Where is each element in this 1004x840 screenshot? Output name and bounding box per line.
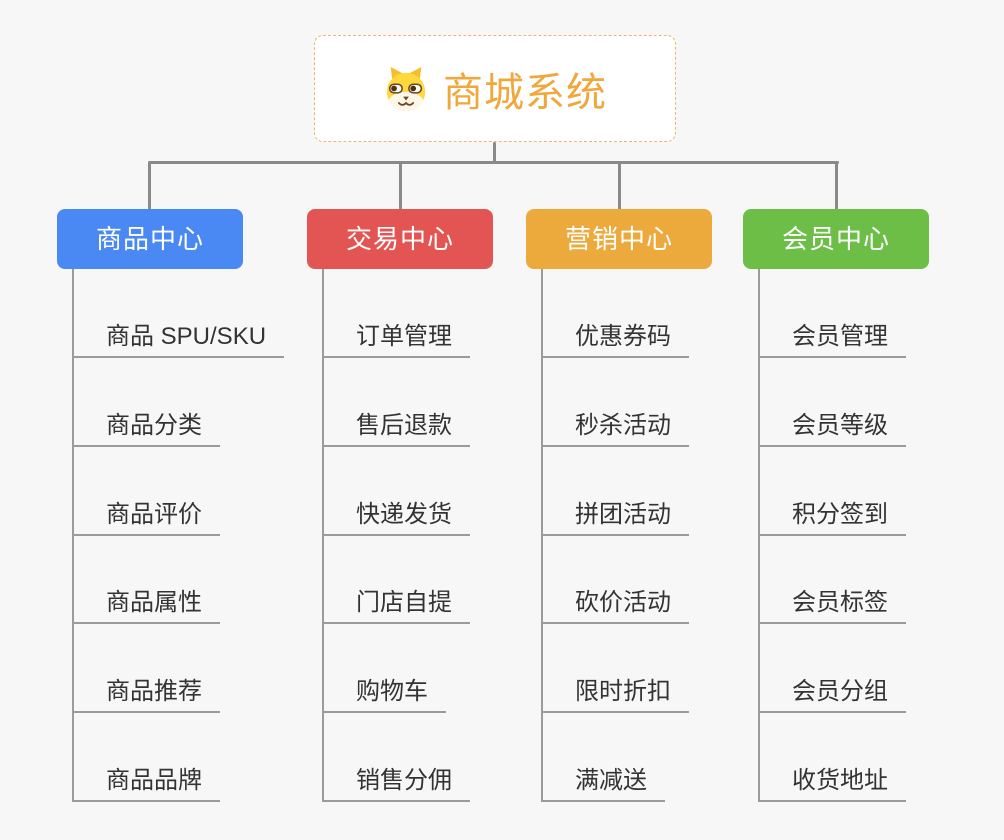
branch-node-marketing-center[interactable]: 营销中心 [526, 209, 712, 269]
branch-trade-center: 交易中心 订单管理 售后退款 快递发货 门店自提 购物车 销售分佣 [307, 209, 557, 819]
leaf-node[interactable]: 收货地址 [758, 766, 906, 802]
leaf-node[interactable]: 商品 SPU/SKU [72, 322, 285, 358]
branch-marketing-center: 营销中心 优惠券码 秒杀活动 拼团活动 砍价活动 限时折扣 满减送 [526, 209, 776, 819]
leaf-node[interactable]: 商品属性 [72, 588, 220, 624]
leaf-node[interactable]: 会员等级 [758, 411, 906, 447]
leaf-node[interactable]: 砍价活动 [541, 588, 689, 624]
root-node[interactable]: 商城系统 [314, 35, 676, 142]
leaf-node[interactable]: 满减送 [541, 766, 665, 802]
dog-face-icon [386, 66, 426, 111]
connector-drop-trade [399, 161, 402, 210]
leaf-node[interactable]: 限时折扣 [541, 677, 689, 713]
leaf-node[interactable]: 会员分组 [758, 677, 906, 713]
connector-drop-member [835, 161, 838, 210]
leaf-node[interactable]: 秒杀活动 [541, 411, 689, 447]
leaf-node[interactable]: 拼团活动 [541, 500, 689, 536]
branch-product-center: 商品中心 商品 SPU/SKU 商品分类 商品评价 商品属性 商品推荐 商品品牌 [57, 209, 307, 819]
leaf-node[interactable]: 会员管理 [758, 322, 906, 358]
branch-node-product-center[interactable]: 商品中心 [57, 209, 243, 269]
leaf-node[interactable]: 门店自提 [322, 588, 470, 624]
branch-member-center: 会员中心 会员管理 会员等级 积分签到 会员标签 会员分组 收货地址 [743, 209, 993, 819]
leaf-node[interactable]: 商品评价 [72, 500, 220, 536]
leaf-node[interactable]: 积分签到 [758, 500, 906, 536]
leaf-node[interactable]: 商品分类 [72, 411, 220, 447]
leaf-node[interactable]: 销售分佣 [322, 766, 470, 802]
leaf-node[interactable]: 会员标签 [758, 588, 906, 624]
leaf-node[interactable]: 商品推荐 [72, 677, 220, 713]
leaf-node[interactable]: 快递发货 [322, 500, 470, 536]
leaf-node[interactable]: 售后退款 [322, 411, 470, 447]
root-title: 商城系统 [443, 70, 607, 115]
leaf-node[interactable]: 商品品牌 [72, 766, 220, 802]
connector-root-stem [493, 142, 496, 163]
connector-drop-marketing [618, 161, 621, 210]
branch-node-member-center[interactable]: 会员中心 [743, 209, 929, 269]
leaf-node[interactable]: 购物车 [322, 677, 446, 713]
leaf-node[interactable]: 订单管理 [322, 322, 470, 358]
leaf-node[interactable]: 优惠券码 [541, 322, 689, 358]
connector-bus-line [149, 161, 839, 164]
connector-drop-product [148, 161, 151, 210]
branch-node-trade-center[interactable]: 交易中心 [307, 209, 493, 269]
